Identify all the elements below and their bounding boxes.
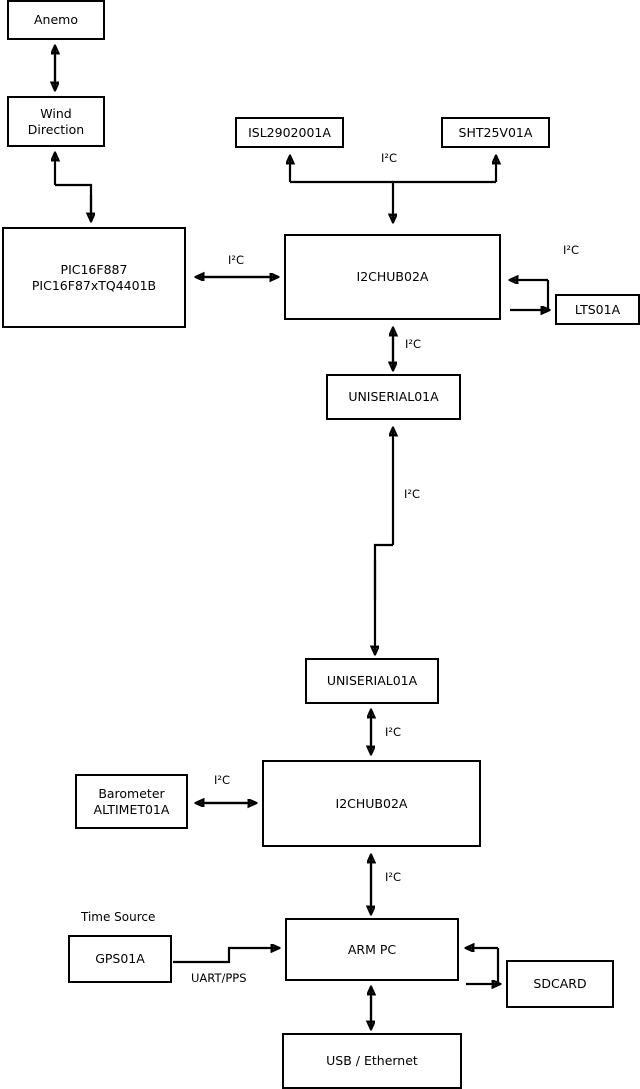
node-i2chub02a-top-label: I2CHUB02A bbox=[356, 269, 429, 285]
node-anemo[interactable]: Anemo bbox=[7, 0, 105, 40]
node-wind-direction[interactable]: Wind Direction bbox=[7, 96, 105, 147]
node-gps01a[interactable]: GPS01A bbox=[68, 935, 172, 983]
node-pic-microcontroller-label: PIC16F887 PIC16F87xTQ4401B bbox=[31, 261, 157, 293]
node-sht25v01a[interactable]: SHT25V01A bbox=[441, 117, 550, 148]
node-isl2902001a-label: ISL2902001A bbox=[248, 124, 331, 140]
node-arm-pc-label: ARM PC bbox=[347, 941, 397, 957]
node-isl2902001a[interactable]: ISL2902001A bbox=[235, 117, 344, 148]
node-usb-ethernet[interactable]: USB / Ethernet bbox=[282, 1033, 462, 1089]
node-pic-microcontroller[interactable]: PIC16F887 PIC16F87xTQ4401B bbox=[2, 227, 186, 328]
edge-label-hub-top-sensors: I²C bbox=[381, 151, 398, 165]
node-anemo-label: Anemo bbox=[34, 12, 78, 28]
node-barometer-altimet01a-label: Barometer ALTIMET01A bbox=[93, 785, 170, 817]
node-i2chub02a-top[interactable]: I2CHUB02A bbox=[284, 234, 501, 320]
label-time-source: Time Source bbox=[81, 910, 156, 924]
node-wind-direction-label: Wind Direction bbox=[27, 105, 85, 137]
node-uniserial01a-top-label: UNISERIAL01A bbox=[348, 389, 439, 405]
edge-uniserial-link-elbow bbox=[373, 543, 393, 600]
edge-label-hubbot-to-arm: I²C bbox=[385, 870, 402, 884]
node-arm-pc[interactable]: ARM PC bbox=[285, 918, 459, 981]
node-gps01a-label: GPS01A bbox=[95, 951, 145, 967]
node-i2chub02a-bottom-label: I2CHUB02A bbox=[335, 795, 408, 811]
edge-label-uniserial-link: I²C bbox=[404, 487, 421, 501]
edge-label-gps-to-arm: UART/PPS bbox=[191, 971, 247, 985]
node-barometer-altimet01a[interactable]: Barometer ALTIMET01A bbox=[75, 774, 188, 829]
node-sdcard[interactable]: SDCARD bbox=[506, 960, 614, 1008]
edge-label-hub-to-uniserial-top: I²C bbox=[405, 337, 422, 351]
edge-label-hub-to-lts: I²C bbox=[563, 243, 580, 257]
node-usb-ethernet-label: USB / Ethernet bbox=[326, 1053, 418, 1069]
edge-gps-to-arm-path bbox=[173, 948, 279, 964]
edge-label-uniserialbot-to-hubbot: I²C bbox=[385, 725, 402, 739]
node-uniserial01a-top[interactable]: UNISERIAL01A bbox=[326, 374, 461, 420]
node-lts01a[interactable]: LTS01A bbox=[555, 294, 640, 325]
node-lts01a-label: LTS01A bbox=[574, 301, 621, 317]
node-sdcard-label: SDCARD bbox=[533, 976, 587, 992]
edge-label-pic-to-hub: I²C bbox=[228, 253, 245, 267]
edge-wind-to-pic-elbow bbox=[55, 183, 93, 215]
node-sht25v01a-label: SHT25V01A bbox=[458, 124, 533, 140]
node-uniserial01a-bottom-label: UNISERIAL01A bbox=[326, 673, 418, 689]
edge-label-barometer-to-hubbot: I²C bbox=[214, 773, 231, 787]
node-i2chub02a-bottom[interactable]: I2CHUB02A bbox=[262, 760, 481, 847]
node-uniserial01a-bottom[interactable]: UNISERIAL01A bbox=[305, 658, 439, 704]
